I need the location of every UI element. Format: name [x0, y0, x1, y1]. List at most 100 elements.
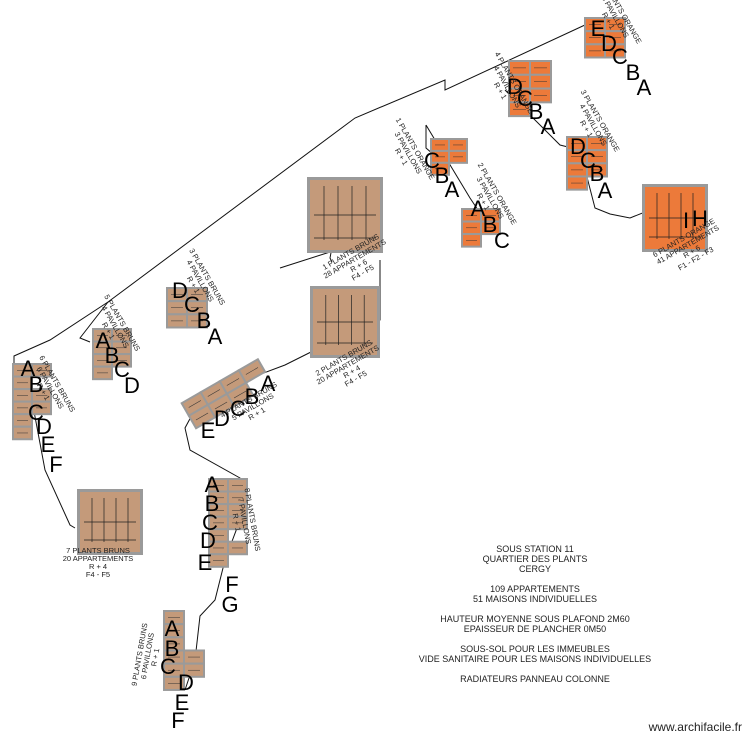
- group-label-line: R + 1: [231, 513, 243, 532]
- network-pipe: [79, 301, 109, 343]
- unit-detail: [188, 400, 201, 408]
- info-line: VIDE SANITAIRE POUR LES MAISONS INDIVIDU…: [418, 654, 652, 664]
- block-g9: [166, 287, 208, 329]
- unit-letter: D: [36, 414, 52, 439]
- unit-letter: A: [96, 328, 111, 353]
- block-g8: [310, 286, 380, 358]
- unit-letter: D: [507, 74, 523, 99]
- block-g7: [307, 177, 383, 253]
- network-pipe: [279, 251, 331, 269]
- unit-letter: C: [580, 148, 596, 173]
- unit-letter: D: [214, 406, 230, 431]
- unit-letter: F: [225, 572, 238, 597]
- block-g3: [566, 136, 608, 191]
- unit-letter: C: [230, 396, 246, 421]
- group-label-line: F4 - F5: [86, 570, 110, 579]
- block-g1: [584, 17, 626, 59]
- block-g4: [642, 184, 708, 252]
- unit-letter: E: [198, 550, 213, 575]
- info-line: SOUS-SOL POUR LES IMMEUBLES: [460, 644, 610, 654]
- unit-letter: A: [261, 371, 276, 396]
- unit-letter: C: [424, 148, 440, 173]
- unit-detail: [195, 412, 209, 421]
- unit-letter: I: [683, 208, 689, 233]
- info-line: 109 APPARTEMENTS: [490, 584, 580, 594]
- unit-letter: A: [637, 75, 652, 100]
- info-line: QUARTIER DES PLANTS: [482, 554, 588, 564]
- unit-letter: A: [445, 177, 460, 202]
- unit-letter: F: [49, 452, 62, 477]
- block-g5: [430, 138, 468, 176]
- unit-letter: E: [175, 690, 190, 715]
- group-label-line: 7 PLANTS BRUNS: [66, 546, 130, 555]
- unit-letter: B: [435, 163, 450, 188]
- group-label-g15: 9 PLANTS BRUNS6 PAVILLONSR + 1: [130, 622, 166, 689]
- unit-letter: D: [601, 31, 617, 56]
- unit-letter: C: [612, 44, 628, 69]
- unit-letter: C: [202, 510, 218, 535]
- info-line: 51 MAISONS INDIVIDUELLES: [472, 594, 598, 604]
- info-line: SOUS STATION 11: [496, 544, 574, 554]
- group-label-line: R + 4: [89, 562, 107, 571]
- unit-letter: B: [626, 60, 641, 85]
- unit-letter: A: [165, 616, 180, 641]
- unit-letter: C: [494, 228, 510, 253]
- unit-letter: B: [529, 99, 544, 124]
- unit-letter: D: [172, 278, 188, 303]
- block-g11: [180, 357, 267, 430]
- unit-letter: D: [124, 373, 140, 398]
- unit-letter: C: [160, 654, 176, 679]
- unit-letter: A: [471, 196, 486, 221]
- block-g6: [461, 208, 501, 248]
- unit-letter: D: [200, 528, 216, 553]
- info-line: CERGY: [518, 564, 551, 574]
- block-g14: [208, 478, 248, 568]
- group-label-line: 20 APPARTEMENTS: [63, 554, 134, 563]
- unit-detail: [245, 367, 259, 375]
- unit-letter: B: [483, 212, 498, 237]
- unit-letter: B: [165, 636, 180, 661]
- group-label-line: R + 1: [149, 648, 161, 667]
- unit-detail: [207, 389, 221, 397]
- block-g13: [77, 489, 143, 555]
- unit-letter: A: [21, 356, 36, 381]
- unit-letter: B: [590, 161, 605, 186]
- unit-letter: D: [178, 670, 194, 695]
- unit-letter: B: [29, 372, 44, 397]
- block-g10: [92, 328, 132, 381]
- info-line: RADIATEURS PANNEAU COLONNE: [460, 674, 610, 684]
- unit-letter: C: [184, 292, 200, 317]
- network-pipe: [13, 17, 601, 529]
- unit-letter: C: [517, 86, 533, 111]
- unit-letter: B: [205, 491, 220, 516]
- unit-letter: B: [105, 343, 120, 368]
- unit-detail: [226, 378, 240, 386]
- unit-letter: H: [692, 206, 708, 231]
- unit-letter: B: [197, 308, 212, 333]
- unit-letter: E: [201, 418, 216, 443]
- unit-detail: [233, 390, 247, 399]
- info-line: [400, 664, 670, 674]
- info-line: HAUTEUR MOYENNE SOUS PLAFOND 2M60: [440, 614, 630, 624]
- unit-letter: C: [28, 400, 44, 425]
- network-pipe: [504, 89, 651, 219]
- building-blocks: [12, 17, 708, 691]
- unit-letter: G: [221, 592, 238, 617]
- unit-letter: D: [570, 134, 586, 159]
- unit-letter: B: [245, 384, 260, 409]
- unit-letter: A: [541, 114, 556, 139]
- unit-letter: F: [171, 708, 184, 733]
- block-g15: [163, 610, 205, 691]
- info-line: EPAISSEUR DE PLANCHER 0M50: [463, 624, 607, 634]
- info-line: [400, 574, 670, 584]
- info-line: [400, 634, 670, 644]
- info-line: [400, 604, 670, 614]
- unit-letter: E: [591, 16, 606, 41]
- block-g12: [12, 363, 52, 441]
- unit-detail: [214, 401, 228, 410]
- footer-watermark: www.archifacile.fr: [648, 720, 742, 734]
- unit-letter: A: [208, 324, 223, 349]
